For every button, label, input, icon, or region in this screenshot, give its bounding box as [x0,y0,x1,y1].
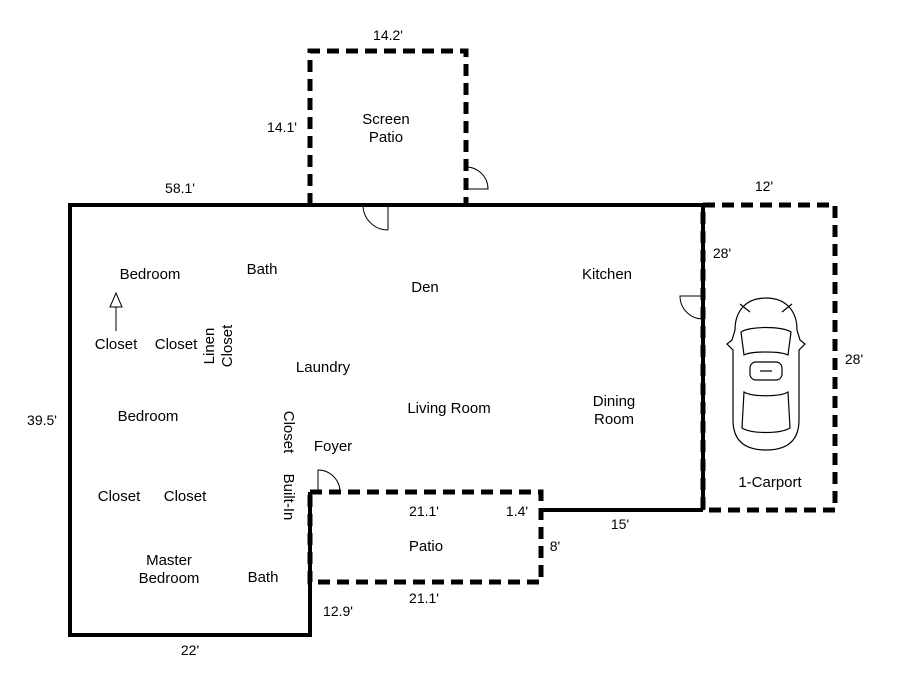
room-patio: Patio [408,538,444,555]
dim-bottom-wall: 22' [180,642,200,658]
linen-closet-line-2: Closet [219,324,236,368]
master-bedroom-line-2: Bedroom [138,570,200,587]
dim-left-wall: 39.5' [27,412,57,428]
room-master-bedroom: Master Bedroom [139,552,200,588]
dim-patio-bottom: 21.1' [409,590,439,606]
dining-room-line-2: Room [593,411,634,428]
door-screen-patio-side [465,166,489,190]
dim-carport-width: 12' [754,178,774,194]
room-laundry: Laundry [295,359,351,376]
room-living-room: Living Room [407,400,491,417]
room-carport: 1-Carport [738,474,802,491]
room-kitchen: Kitchen [581,266,633,283]
room-closet-4: Closet [163,488,207,505]
dim-screen-patio-width: 14.2' [373,27,403,43]
carport-outline [700,202,838,513]
room-bedroom-upper: Bedroom [119,266,181,283]
room-bedroom-middle: Bedroom [117,408,179,425]
room-screen-patio: Screen Patio [362,111,410,147]
door-carport [679,295,704,320]
patio-outline [307,489,544,585]
screen-patio-line-2: Patio [368,129,404,146]
dim-screen-patio-depth: 14.1' [267,119,297,135]
screen-patio-line-1: Screen [362,111,410,128]
room-bath-upper: Bath [246,261,278,278]
room-dining-room: Dining Room [593,393,636,429]
car-icon [726,297,806,451]
room-closet-vertical: Closet [280,410,297,454]
dim-patio-step: 1.4' [505,503,529,519]
dim-patio-top: 21.1' [409,503,439,519]
room-linen-closet: Linen Closet [201,325,237,368]
dim-carport-depth: 28' [844,351,864,367]
master-bedroom-line-1: Master [146,552,192,569]
dining-room-line-1: Dining [592,393,636,410]
door-screen-patio-bottom [362,204,389,231]
room-closet-2: Closet [154,336,198,353]
room-built-in: Built-In [280,473,297,521]
room-den: Den [411,279,439,296]
dim-lower-step: 12.9' [323,603,353,619]
linen-closet-line-1: Linen [201,327,218,365]
dim-right-lower-wall: 15' [610,516,630,532]
house-outline [68,203,312,637]
dim-top-wall: 58.1' [165,180,195,196]
door-patio [317,469,341,493]
room-closet-3: Closet [97,488,141,505]
up-arrow-icon [109,291,123,331]
room-bath-lower: Bath [247,569,279,586]
dim-carport-inner: 28' [712,245,732,261]
dim-patio-depth: 8' [549,538,561,554]
room-closet-1: Closet [94,336,138,353]
screen-patio-outline [307,48,469,205]
room-foyer: Foyer [313,438,353,455]
